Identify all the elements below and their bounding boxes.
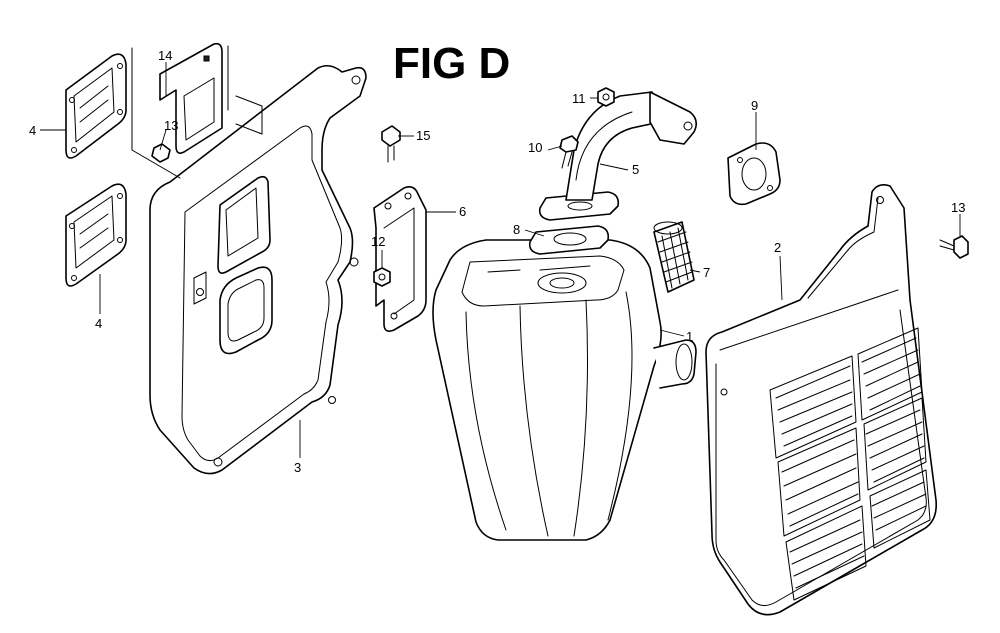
part-gasket-9: [727, 142, 781, 206]
part-bolt-13-right: [939, 235, 969, 259]
part-heat-plate-upper: [65, 53, 127, 159]
part-nut-12: [373, 267, 391, 287]
callout-9: 9: [751, 98, 758, 113]
part-muffler-cover: [705, 184, 938, 616]
callout-6: 6: [459, 204, 466, 219]
callout-13-right: 13: [951, 200, 965, 215]
callout-11: 11: [572, 91, 586, 106]
callout-10: 10: [528, 140, 542, 155]
callout-14: 14: [158, 48, 172, 63]
part-bolt-15: [381, 125, 401, 163]
part-exhaust-pipe: [538, 91, 698, 221]
part-bolt-10: [559, 135, 579, 169]
callout-8: 8: [513, 222, 520, 237]
callout-1: 1: [686, 329, 693, 344]
part-heat-plate-lower: [65, 183, 127, 287]
callout-5: 5: [632, 162, 639, 177]
part-nut-11: [597, 87, 615, 107]
part-bracket-top: [131, 42, 263, 179]
callout-15: 15: [416, 128, 430, 143]
callout-4-upper: 4: [29, 123, 36, 138]
leader-lines: [40, 62, 961, 458]
callout-12: 12: [371, 234, 385, 249]
callout-13-left: 13: [164, 118, 178, 133]
callout-2: 2: [774, 240, 781, 255]
callout-4-lower: 4: [95, 316, 102, 331]
part-muffler: [432, 239, 697, 541]
callout-3: 3: [294, 460, 301, 475]
part-muffler-protector: [149, 64, 367, 475]
part-gasket-8: [528, 225, 610, 255]
part-spark-arrester: [653, 221, 695, 293]
callout-7: 7: [703, 265, 710, 280]
figure-title: FIG D: [393, 39, 510, 88]
part-muffler-bracket: [373, 186, 427, 332]
callout-labels: 4 4 14 13 3 15 6 12 8 10 11 5 7 1 9 2 13: [29, 48, 965, 475]
